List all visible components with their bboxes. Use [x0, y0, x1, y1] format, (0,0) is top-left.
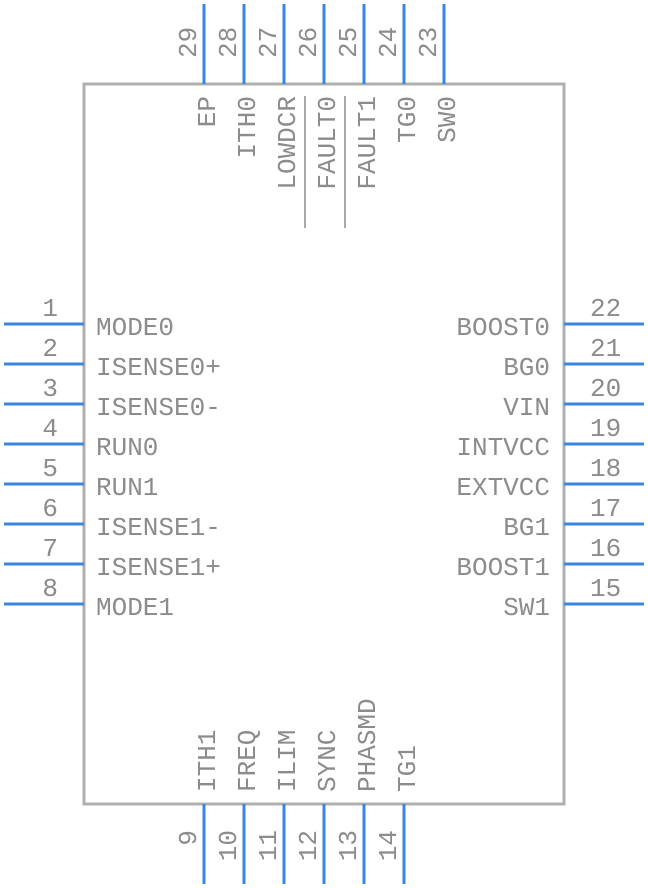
pin-18-label: EXTVCC [456, 473, 550, 503]
pin-28-number: 28 [214, 27, 244, 58]
pin-19-number: 19 [590, 414, 621, 444]
pin-2-label: ISENSE0+ [96, 353, 221, 383]
pin-24-number: 24 [374, 27, 404, 58]
pin-10-number: 10 [214, 830, 244, 861]
pin-17-label: BG1 [503, 513, 550, 543]
pin-22-label: BOOST0 [456, 313, 550, 343]
pin-14-number: 14 [374, 830, 404, 861]
pin-9-number: 9 [174, 830, 204, 846]
pin-15-label: SW1 [503, 593, 550, 623]
pin-6-label: ISENSE1- [96, 513, 221, 543]
ic-body [82, 82, 566, 806]
pin-26-label: FAULT0 [313, 96, 343, 190]
pin-3-number: 3 [42, 374, 58, 404]
pin-27-label: LOWDCR [273, 96, 303, 190]
pin-13-number: 13 [334, 830, 364, 861]
pin-25-number: 25 [334, 27, 364, 58]
pin-1-number: 1 [42, 294, 58, 324]
pin-27-number: 27 [254, 27, 284, 58]
pin-14-label: TG1 [393, 745, 423, 792]
pin-8-number: 8 [42, 574, 58, 604]
pin-15-number: 15 [590, 574, 621, 604]
pin-22-number: 22 [590, 294, 621, 324]
pin-17-number: 17 [590, 494, 621, 524]
pin-1-label: MODE0 [96, 313, 174, 343]
pin-12-label: SYNC [313, 730, 343, 792]
pin-24-label: TG0 [393, 96, 423, 143]
pin-11-label: ILIM [273, 730, 303, 792]
pin-11-number: 11 [254, 830, 284, 861]
pin-16-label: BOOST1 [456, 553, 550, 583]
pin-19-label: INTVCC [456, 433, 550, 463]
pin-5-label: RUN1 [96, 473, 158, 503]
pin-21-label: BG0 [503, 353, 550, 383]
pin-10-label: FREQ [233, 730, 263, 792]
pin-23-label: SW0 [433, 96, 463, 143]
pin-20-label: VIN [503, 393, 550, 423]
pin-16-number: 16 [590, 534, 621, 564]
pin-21-number: 21 [590, 334, 621, 364]
pin-29-label: EP [193, 96, 223, 127]
pin-26-number: 26 [294, 27, 324, 58]
pin-7-label: ISENSE1+ [96, 553, 221, 583]
pin-9-label: ITH1 [193, 730, 223, 792]
pin-13-label: PHASMD [353, 698, 383, 792]
pin-5-number: 5 [42, 454, 58, 484]
pin-29-number: 29 [174, 27, 204, 58]
pin-28-label: ITH0 [233, 96, 263, 158]
pin-2-number: 2 [42, 334, 58, 364]
pin-4-number: 4 [42, 414, 58, 444]
pin-18-number: 18 [590, 454, 621, 484]
pin-3-label: ISENSE0- [96, 393, 221, 423]
pin-12-number: 12 [294, 830, 324, 861]
pin-7-number: 7 [42, 534, 58, 564]
pin-6-number: 6 [42, 494, 58, 524]
pin-20-number: 20 [590, 374, 621, 404]
pin-4-label: RUN0 [96, 433, 158, 463]
pin-23-number: 23 [414, 27, 444, 58]
pin-8-label: MODE1 [96, 593, 174, 623]
pin-25-label: FAULT1 [353, 96, 383, 190]
